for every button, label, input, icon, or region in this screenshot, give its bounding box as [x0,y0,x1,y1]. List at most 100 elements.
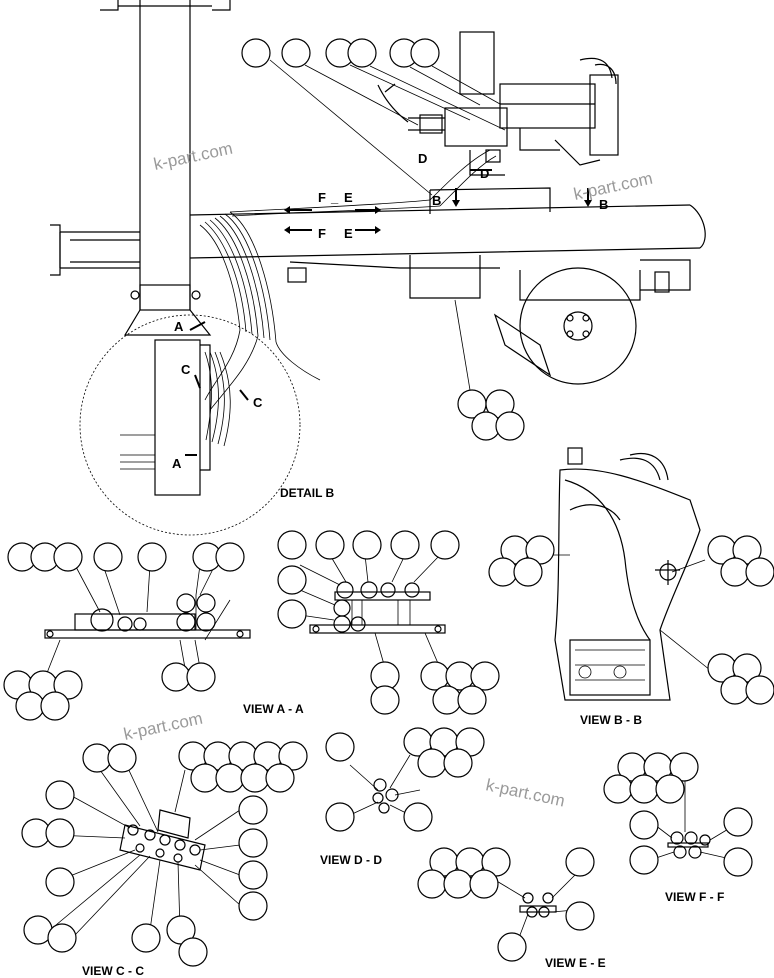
section-mark-dash: _ [330,190,339,205]
callout-balloon [669,752,699,782]
callout-balloon [107,743,137,773]
section-mark-e-1: E [344,190,353,205]
callout-balloon [720,557,750,587]
callout-balloon [93,542,123,572]
callout-balloon [443,869,473,899]
balloon-group-view-bb [488,535,774,705]
detail-b: A C C A DETAIL B [79,314,335,536]
watermark-3: k-part.com [122,709,204,744]
callout-balloon [277,599,307,629]
callout-balloon [565,847,595,877]
section-mark-d-2: D [480,166,489,181]
callout-balloon [720,675,750,705]
view-c-label: VIEW C - C [82,964,144,978]
view-b-label: VIEW B - B [580,713,642,727]
callout-balloon [40,691,70,721]
callout-balloon [278,741,308,771]
balloon-group-view-a [3,542,245,721]
callout-balloon [629,810,659,840]
callout-balloon [470,661,500,691]
section-mark-b-1: B [432,193,441,208]
view-ee [494,874,576,936]
view-a [44,564,251,679]
callout-balloon [723,807,753,837]
section-marks: D D B B F _ E F E [284,151,608,241]
callout-balloon [347,38,377,68]
callout-balloon [488,557,518,587]
view-ff [649,780,736,861]
callout-balloon [417,869,447,899]
callout-balloon [430,530,460,560]
callout-balloon [281,38,311,68]
callout-balloon [178,937,208,967]
callout-balloon [47,923,77,953]
balloon-group-view-ff [603,752,753,877]
callout-balloon [603,774,633,804]
callout-balloon [325,802,355,832]
callout-balloon [565,901,595,931]
balloon-group-frame-bottom [457,389,525,441]
balloon-group-view-ee [417,847,595,962]
callout-balloon [655,774,685,804]
watermark-4: k-part.com [484,775,566,810]
callout-balloon [238,860,268,890]
view-labels: VIEW A - A VIEW B - B VIEW C - C VIEW D … [82,702,724,978]
callout-balloon [190,763,220,793]
view-bb [550,447,711,701]
callout-balloon [745,557,774,587]
watermark-1: k-part.com [152,139,234,174]
detail-mark-c-left: C [181,362,191,377]
callout-balloon [186,662,216,692]
callout-balloon [417,748,447,778]
callout-balloon [137,542,167,572]
section-mark-b-2: B [599,197,608,212]
callout-balloon [745,675,774,705]
callout-balloon [131,923,161,953]
callout-balloon [45,867,75,897]
callout-balloon [53,670,83,700]
callout-balloon [352,530,382,560]
balloons [3,38,774,967]
callout-balloon [265,763,295,793]
callout-balloon [403,802,433,832]
section-mark-f-1: F [318,190,326,205]
callout-balloon [370,685,400,715]
detail-b-label: DETAIL B [280,486,335,500]
detail-mark-a-top: A [174,319,184,334]
callout-balloon [215,542,245,572]
callout-balloon [277,530,307,560]
callout-balloon [432,685,462,715]
balloon-group-view-dd [325,727,485,832]
callout-balloon [45,818,75,848]
view-f-label: VIEW F - F [665,890,724,904]
callout-balloon [513,557,543,587]
section-mark-d-1: D [418,151,427,166]
view-e-label: VIEW E - E [545,956,606,970]
balloon-group-view-aa [277,530,500,715]
callout-balloon [45,780,75,810]
callout-balloon [457,685,487,715]
callout-balloon [215,763,245,793]
callout-balloon [443,748,473,778]
main-assembly [50,0,706,411]
section-mark-e-2: E [344,226,353,241]
callout-balloon [469,869,499,899]
view-aa [299,554,446,669]
view-a-label: VIEW A - A [243,702,304,716]
callout-balloon [238,891,268,921]
callout-balloon [325,732,355,762]
callout-balloon [629,774,659,804]
callout-balloon [495,411,525,441]
balloon-group-top [241,38,506,196]
balloon-group-view-cc [21,741,308,967]
detail-mark-a-bottom: A [172,456,182,471]
callout-balloon [15,691,45,721]
watermark-2: k-part.com [572,169,654,204]
callout-balloon [277,565,307,595]
callout-balloon [238,795,268,825]
callout-balloon [315,530,345,560]
view-dd [349,754,421,821]
callout-balloon [241,38,271,68]
